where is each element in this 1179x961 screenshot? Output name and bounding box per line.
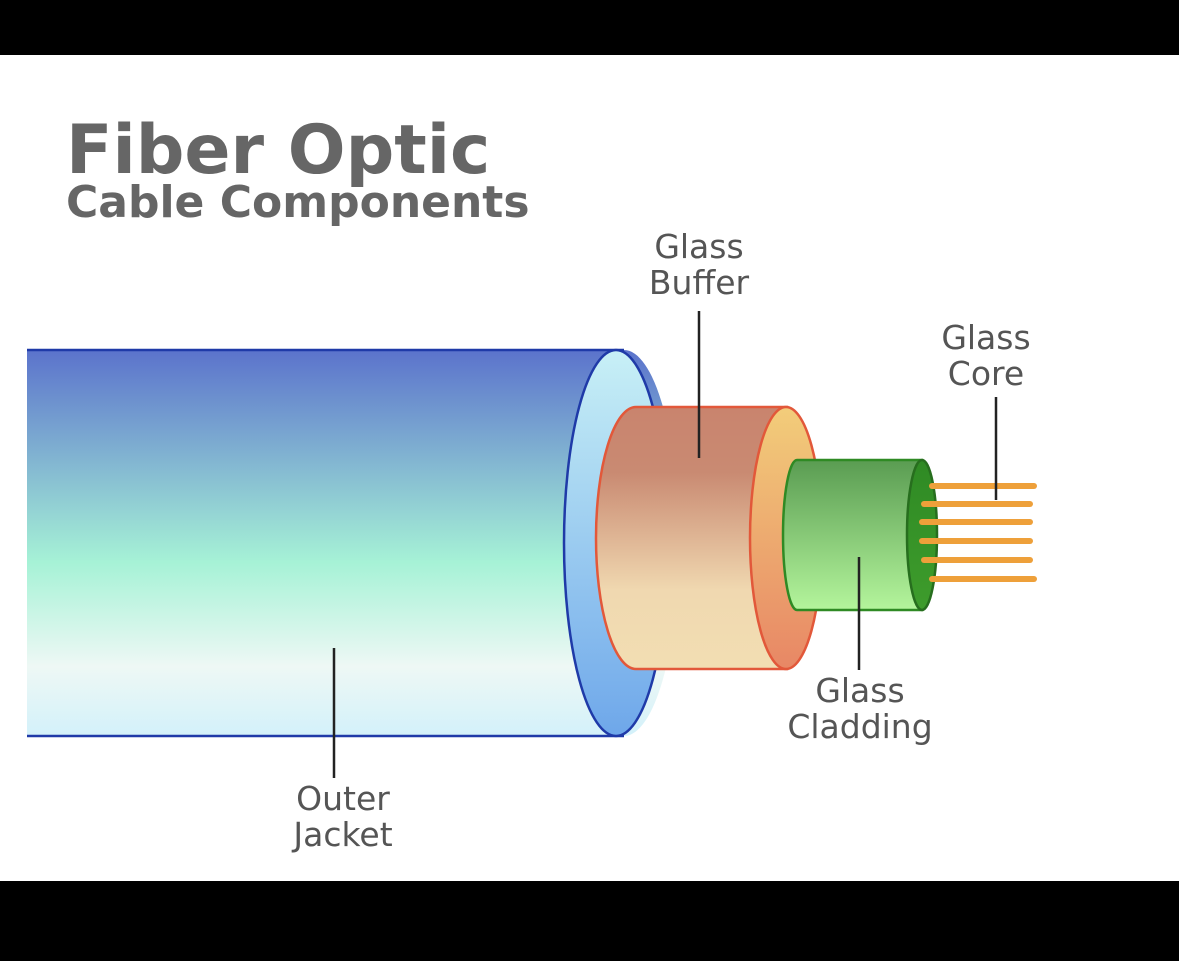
diagram-title: Fiber Optic xyxy=(66,111,491,190)
label-outer-jacket-line2: Jacket xyxy=(293,815,393,854)
label-glass-buffer-line1: Glass xyxy=(654,227,744,266)
diagram-canvas: Fiber Optic Cable Components xyxy=(0,55,1179,881)
label-glass-buffer: Glass Buffer xyxy=(629,229,769,301)
label-glass-buffer-line2: Buffer xyxy=(648,263,750,302)
outer-jacket-shape xyxy=(27,348,679,738)
label-glass-core-line1: Glass xyxy=(941,318,1031,357)
label-outer-jacket-line1: Outer xyxy=(296,779,390,818)
label-glass-core: Glass Core xyxy=(926,320,1046,392)
label-glass-cladding: Glass Cladding xyxy=(770,673,950,745)
label-glass-cladding-line2: Cladding xyxy=(787,707,933,746)
fiber-cable-illustration xyxy=(27,311,1037,778)
label-glass-core-line2: Core xyxy=(947,354,1025,393)
glass-core-strands xyxy=(919,483,1037,582)
label-glass-cladding-line1: Glass xyxy=(815,671,905,710)
diagram-subtitle: Cable Components xyxy=(66,177,530,228)
top-black-bar xyxy=(0,0,1179,55)
glass-cladding-shape xyxy=(781,458,939,612)
bottom-black-bar xyxy=(0,881,1179,961)
label-outer-jacket: Outer Jacket xyxy=(268,781,418,853)
